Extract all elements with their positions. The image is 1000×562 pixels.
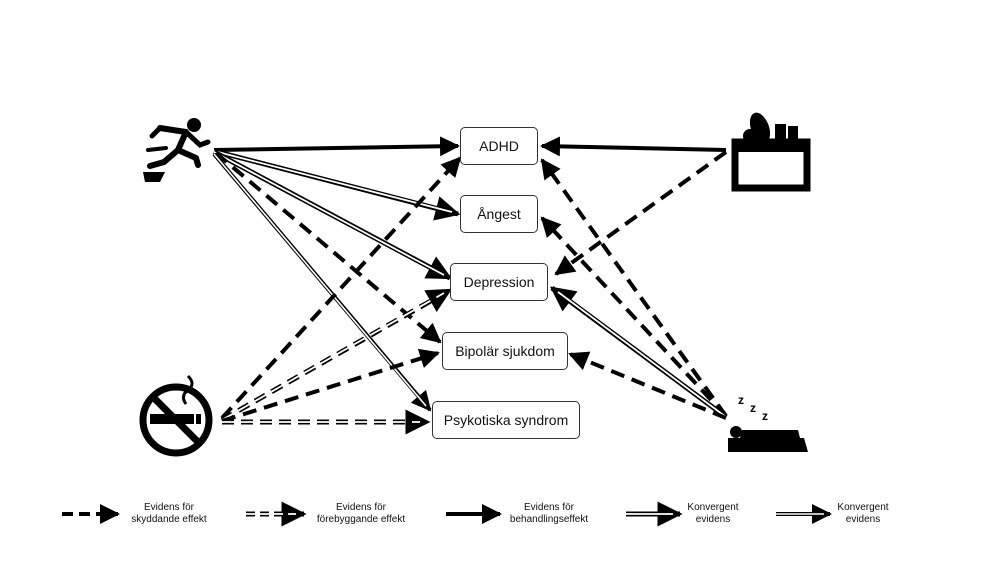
- legend-label-line2: evidens: [695, 514, 731, 525]
- svg-text:z: z: [750, 401, 756, 415]
- sleeping-person-icon: z z z: [728, 393, 808, 452]
- legend-label-line1: Konvergent: [687, 502, 739, 513]
- edge-running-depression: [212, 149, 453, 281]
- edge-grocery-adhd: [540, 136, 727, 157]
- edges: [212, 136, 728, 435]
- edge-nosmoking-adhd: [220, 156, 462, 420]
- node-angest: Ångest: [460, 195, 538, 233]
- svg-text:z: z: [738, 393, 744, 407]
- node-bipolar: Bipolär sjukdom: [442, 332, 568, 370]
- legend-label-thin-double-solid: Konvergent evidens: [808, 502, 918, 526]
- edge-grocery-depression: [554, 150, 728, 276]
- node-adhd: ADHD: [460, 127, 538, 165]
- edge-sleep-depression: [549, 285, 728, 420]
- legend-label-line1: Evidens för: [143, 502, 195, 513]
- edge-sleep-adhd: [540, 158, 728, 418]
- running-person-icon: [143, 118, 211, 182]
- edge-running-psykotiska: [212, 152, 432, 412]
- legend-label-line2: skyddande effekt: [131, 514, 207, 525]
- legend-label-line2: förebyggande effekt: [316, 514, 406, 525]
- legend-label-line1: Evidens för: [523, 502, 575, 513]
- node-depression: Depression: [450, 263, 548, 301]
- grocery-box-icon: [731, 112, 811, 192]
- edge-sleep-bipolar: [568, 351, 727, 420]
- svg-text:z: z: [762, 409, 768, 423]
- edge-sleep-angest: [540, 216, 728, 418]
- no-smoking-icon: [139, 374, 213, 457]
- legend-label-line2: behandlingseffekt: [509, 514, 589, 525]
- legend-label-line2: evidens: [845, 514, 881, 525]
- edge-nosmoking-bipolar: [221, 348, 440, 423]
- edge-nosmoking-depression: [220, 287, 453, 423]
- legend-label-thick-solid: Evidens för behandlingseffekt: [494, 502, 604, 526]
- legend-label-line1: Evidens för: [335, 502, 387, 513]
- legend-label-double-dashed: Evidens för förebyggande effekt: [306, 502, 416, 526]
- legend-label-double-solid: Konvergent evidens: [658, 502, 768, 526]
- legend-label-line1: Konvergent: [837, 502, 889, 513]
- edge-running-bipolar: [214, 151, 442, 344]
- edge-running-adhd: [213, 136, 460, 157]
- legend-label-thick-dashed: Evidens för skyddande effekt: [114, 502, 224, 526]
- node-psykotiska: Psykotiska syndrom: [432, 401, 580, 439]
